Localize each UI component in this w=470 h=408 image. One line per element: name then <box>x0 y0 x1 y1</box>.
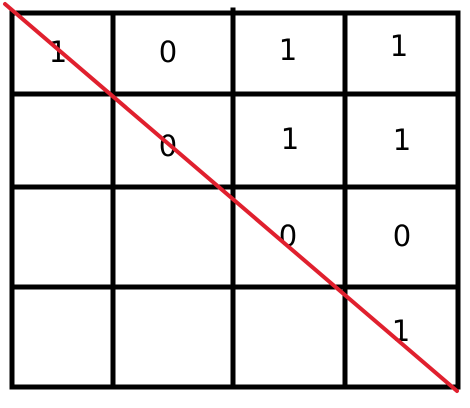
cell-r0-c2: 1 <box>279 33 297 67</box>
diagonal-line <box>3 2 459 393</box>
cell-r2-c3: 0 <box>393 219 411 253</box>
cell-r1-c2: 1 <box>281 122 299 156</box>
cell-r1-c3: 1 <box>393 123 411 157</box>
cell-r0-c1: 0 <box>159 35 177 69</box>
cell-r0-c3: 1 <box>390 29 408 63</box>
grid-lines <box>9 7 461 390</box>
